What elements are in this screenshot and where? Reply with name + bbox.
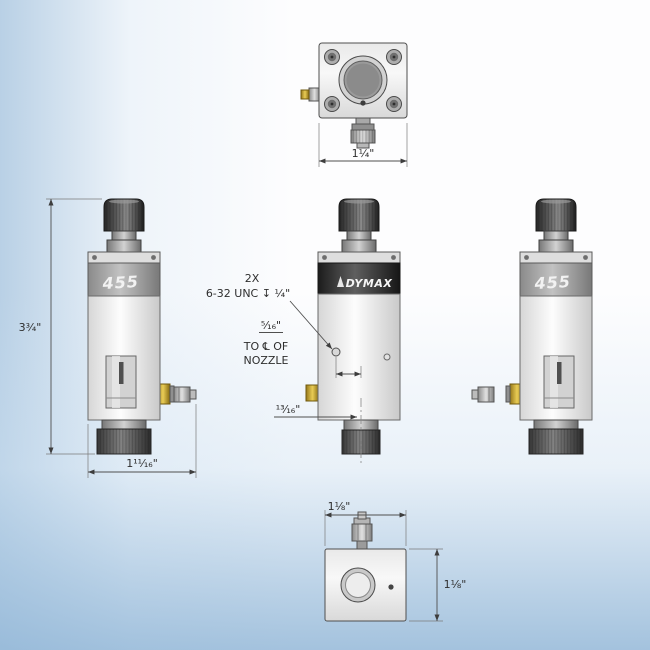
dimension-bottom-width: 1⅛" bbox=[324, 500, 407, 546]
outlet-fitting bbox=[350, 117, 376, 149]
bottom-bore bbox=[340, 567, 376, 603]
annotation-offset: ⁵⁄₁₆" TO ℄ OF NOZZLE bbox=[243, 319, 362, 378]
tapped-hole bbox=[331, 347, 341, 357]
side-view-right: 455 bbox=[471, 198, 593, 455]
brand-band: DYMAX bbox=[317, 262, 401, 295]
pilot-hole bbox=[360, 100, 366, 106]
side-port-fitting bbox=[300, 87, 321, 102]
clamp-screw bbox=[543, 355, 575, 409]
cap-screw bbox=[151, 255, 156, 260]
nozzle-retainer bbox=[528, 419, 584, 455]
bottom-view: 1⅛" 1⅛" bbox=[324, 500, 467, 622]
top-view: 1¼" bbox=[300, 42, 408, 167]
dimension-overall-width: 1¹¹⁄₁₆" bbox=[87, 404, 197, 478]
leader-line bbox=[289, 300, 333, 350]
adjustment-knob bbox=[535, 198, 577, 253]
center-bore bbox=[338, 55, 388, 105]
offset-note-line2: NOZZLE bbox=[243, 354, 288, 367]
dimension-label: 1¹¹⁄₁₆" bbox=[126, 457, 158, 470]
dimension-overall-height: 3¾" bbox=[19, 198, 102, 455]
top-cap bbox=[317, 251, 401, 264]
top-cap bbox=[87, 251, 161, 264]
air-fitting bbox=[471, 383, 525, 405]
cap-screw bbox=[391, 255, 396, 260]
offset-note-line1: TO ℄ OF bbox=[243, 340, 288, 353]
dymax-logo-icon bbox=[337, 276, 344, 287]
nozzle-retainer bbox=[96, 419, 152, 455]
model-band: 455 bbox=[87, 262, 161, 297]
mounting-screw bbox=[386, 49, 402, 65]
tap-spec-label: 6-32 UNC ↧ ¼" bbox=[206, 287, 290, 300]
dimension-label: 1⅛" bbox=[328, 500, 351, 513]
clamp-screw bbox=[105, 355, 137, 409]
dimension-nozzle-offset: ¹³⁄₁₆" bbox=[274, 403, 357, 420]
cap-screw bbox=[583, 255, 588, 260]
air-fitting-front bbox=[305, 384, 320, 402]
nozzle-assembly bbox=[341, 398, 381, 466]
cap-screw bbox=[524, 255, 529, 260]
cap-screw bbox=[92, 255, 97, 260]
dimension-label: ¹³⁄₁₆" bbox=[276, 403, 301, 416]
dimension-label: 1¼" bbox=[352, 147, 375, 160]
front-view: DYMAX 2X 6-32 UNC ↧ ¼" ⁵⁄₁₆" TO ℄ OF NOZ… bbox=[206, 198, 401, 466]
tap-qty-label: 2X bbox=[245, 272, 260, 285]
outlet-fitting-bottom bbox=[351, 511, 373, 551]
tapped-hole bbox=[383, 353, 391, 361]
brand-label: DYMAX bbox=[346, 277, 393, 290]
cap-screw bbox=[322, 255, 327, 260]
adjustment-knob bbox=[338, 198, 380, 253]
model-band: 455 bbox=[519, 262, 593, 297]
top-cap bbox=[519, 251, 593, 264]
offset-label: ⁵⁄₁₆" bbox=[261, 319, 281, 332]
annotation-tap: 2X 6-32 UNC ↧ ¼" bbox=[206, 272, 333, 350]
adjustment-knob bbox=[103, 198, 145, 253]
side-view-left: 455 3¾" 1¹¹⁄₁₆" bbox=[19, 198, 197, 478]
dimension-top-width: 1¼" bbox=[318, 123, 408, 167]
dimension-bottom-depth: 1⅛" bbox=[409, 548, 467, 622]
mounting-screw bbox=[324, 49, 340, 65]
dimension-label: 1⅛" bbox=[444, 578, 467, 591]
air-fitting bbox=[155, 383, 197, 405]
pilot-hole bbox=[388, 584, 394, 590]
dimension-label: 3¾" bbox=[19, 321, 42, 334]
model-label: 455 bbox=[101, 272, 139, 293]
mounting-screw bbox=[386, 96, 402, 112]
model-label: 455 bbox=[533, 272, 571, 293]
mounting-screw bbox=[324, 96, 340, 112]
